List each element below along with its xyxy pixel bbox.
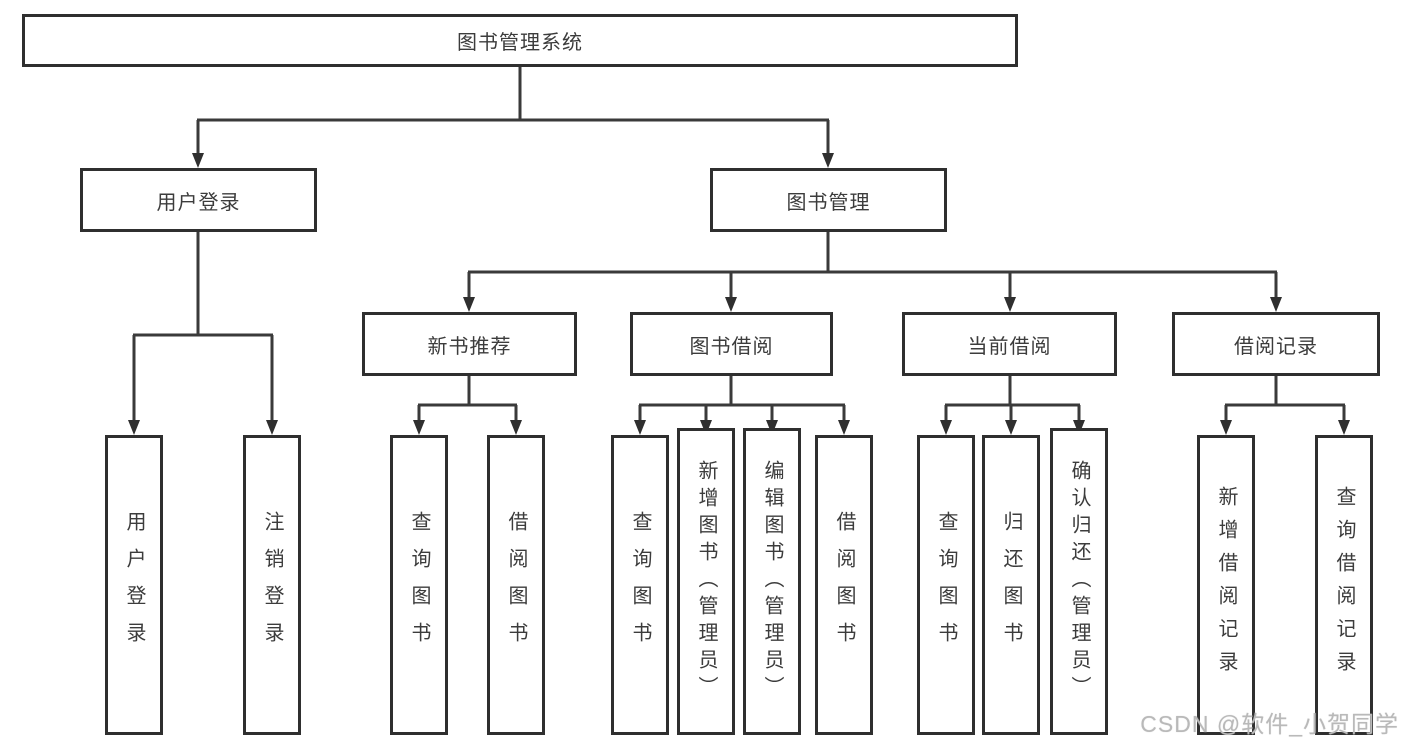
arrow-down-icon bbox=[1004, 297, 1016, 312]
leaf-label: 查询图书 bbox=[935, 511, 957, 659]
arrow-down-icon bbox=[128, 420, 140, 435]
connector-new-books-bus bbox=[417, 376, 518, 421]
node-book-borrow-label: 图书借阅 bbox=[689, 335, 774, 358]
node-book-borrow: 图书借阅 bbox=[630, 312, 833, 376]
leaf-label: 编辑图书（管理员） bbox=[761, 460, 783, 703]
connector-borrow-records-bus bbox=[1224, 376, 1346, 421]
leaf-logout: 注销登录 bbox=[243, 435, 301, 735]
node-borrow-records-label: 借阅记录 bbox=[1234, 335, 1318, 358]
arrow-down-icon bbox=[1270, 297, 1282, 312]
leaf-label: 用户登录 bbox=[123, 511, 145, 659]
arrow-down-icon bbox=[510, 420, 522, 435]
node-user-login: 用户登录 bbox=[80, 168, 317, 232]
arrow-down-icon bbox=[940, 420, 952, 435]
arrow-down-icon bbox=[700, 420, 712, 435]
leaf-label: 确认归还（管理员） bbox=[1068, 460, 1090, 703]
arrow-down-icon bbox=[463, 297, 475, 312]
arrow-down-icon bbox=[192, 153, 204, 168]
leaf-query-books-newbooks: 查询图书 bbox=[390, 435, 448, 735]
arrow-down-icon bbox=[1005, 420, 1017, 435]
node-book-mgmt-label: 图书管理 bbox=[786, 191, 871, 214]
connector-current-borrow-bus bbox=[944, 376, 1081, 421]
leaf-edit-books-admin: 编辑图书（管理员） bbox=[743, 428, 801, 735]
connector-book-borrow-bus bbox=[638, 376, 846, 421]
leaf-label: 查询借阅记录 bbox=[1333, 486, 1355, 684]
arrow-down-icon bbox=[838, 420, 850, 435]
node-borrow-records: 借阅记录 bbox=[1172, 312, 1380, 376]
leaf-borrow-books: 借阅图书 bbox=[815, 435, 873, 735]
leaf-add-books-admin: 新增图书（管理员） bbox=[677, 428, 735, 735]
arrow-down-icon bbox=[1073, 420, 1085, 435]
leaf-add-borrow-record: 新增借阅记录 bbox=[1197, 435, 1255, 735]
leaf-query-books-current: 查询图书 bbox=[917, 435, 975, 735]
leaf-label: 查询图书 bbox=[408, 511, 430, 659]
leaf-label: 查询图书 bbox=[629, 511, 651, 659]
connector-book-mgmt-bus bbox=[467, 232, 1278, 298]
arrow-down-icon bbox=[822, 153, 834, 168]
leaf-label: 借阅图书 bbox=[505, 511, 527, 659]
node-new-books-label: 新书推荐 bbox=[427, 335, 512, 358]
connector-user-login-bus bbox=[132, 232, 274, 421]
leaf-label: 借阅图书 bbox=[833, 511, 855, 659]
leaf-label: 新增图书（管理员） bbox=[695, 460, 717, 703]
leaf-return-books: 归还图书 bbox=[982, 435, 1040, 735]
node-current-borrow-label: 当前借阅 bbox=[967, 335, 1052, 358]
node-user-login-label: 用户登录 bbox=[156, 191, 241, 214]
arrow-down-icon bbox=[1220, 420, 1232, 435]
node-current-borrow: 当前借阅 bbox=[902, 312, 1117, 376]
node-book-mgmt: 图书管理 bbox=[710, 168, 947, 232]
leaf-borrow-books-newbooks: 借阅图书 bbox=[487, 435, 545, 735]
leaf-user-login: 用户登录 bbox=[105, 435, 163, 735]
leaf-query-books-borrow: 查询图书 bbox=[611, 435, 669, 735]
arrow-down-icon bbox=[1338, 420, 1350, 435]
arrow-down-icon bbox=[766, 420, 778, 435]
arrow-down-icon bbox=[413, 420, 425, 435]
node-new-books: 新书推荐 bbox=[362, 312, 577, 376]
leaf-query-borrow-record: 查询借阅记录 bbox=[1315, 435, 1373, 735]
arrow-down-icon bbox=[725, 297, 737, 312]
arrow-down-icon bbox=[266, 420, 278, 435]
arrow-down-icon bbox=[634, 420, 646, 435]
leaf-confirm-return-admin: 确认归还（管理员） bbox=[1050, 428, 1108, 735]
leaf-label: 新增借阅记录 bbox=[1215, 486, 1237, 684]
connector-root-bus bbox=[196, 67, 830, 154]
leaf-label: 注销登录 bbox=[261, 511, 283, 659]
node-root-label: 图书管理系统 bbox=[457, 32, 583, 54]
csdn-watermark: CSDN @软件_小贺同学 bbox=[1140, 711, 1399, 737]
node-root-system: 图书管理系统 bbox=[22, 14, 1018, 67]
leaf-label: 归还图书 bbox=[1000, 511, 1022, 659]
arrowheads bbox=[128, 153, 1350, 435]
